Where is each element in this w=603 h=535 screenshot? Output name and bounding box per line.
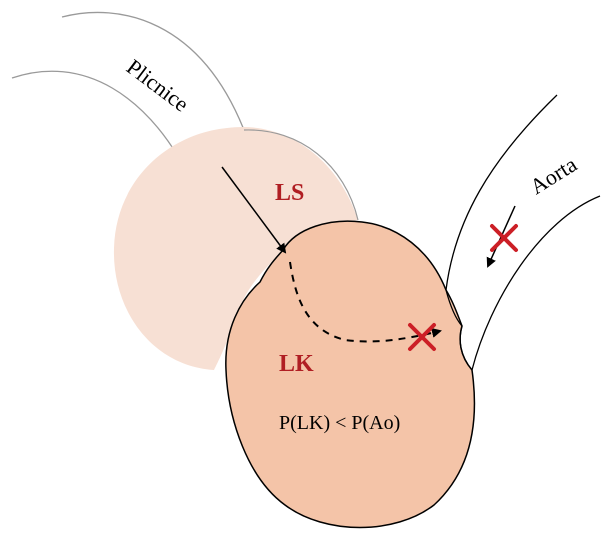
left-atrium-upper-outline <box>243 129 359 221</box>
aorta-wall-right <box>471 195 601 371</box>
label-left-ventricle: LK <box>279 351 314 377</box>
pulmonary-vein-upper <box>61 11 245 131</box>
dashed-flow-path <box>289 261 442 343</box>
left-atrium-shape <box>113 126 358 370</box>
aorta-wall-left <box>445 94 558 291</box>
aortic-valve-notch <box>445 289 473 371</box>
blocked-cross-ventricle-icon <box>408 323 436 351</box>
flow-arrow-lungs-to-ventricle <box>221 166 287 254</box>
label-aorta: Aorta <box>525 151 581 199</box>
left-ventricle-shape <box>225 220 476 529</box>
label-left-atrium: LS <box>275 180 304 206</box>
blocked-cross-aorta-icon <box>490 224 518 252</box>
label-lungs: Plicnice <box>122 54 194 117</box>
label-pressure-relation: P(LK) < P(Ao) <box>279 412 400 434</box>
